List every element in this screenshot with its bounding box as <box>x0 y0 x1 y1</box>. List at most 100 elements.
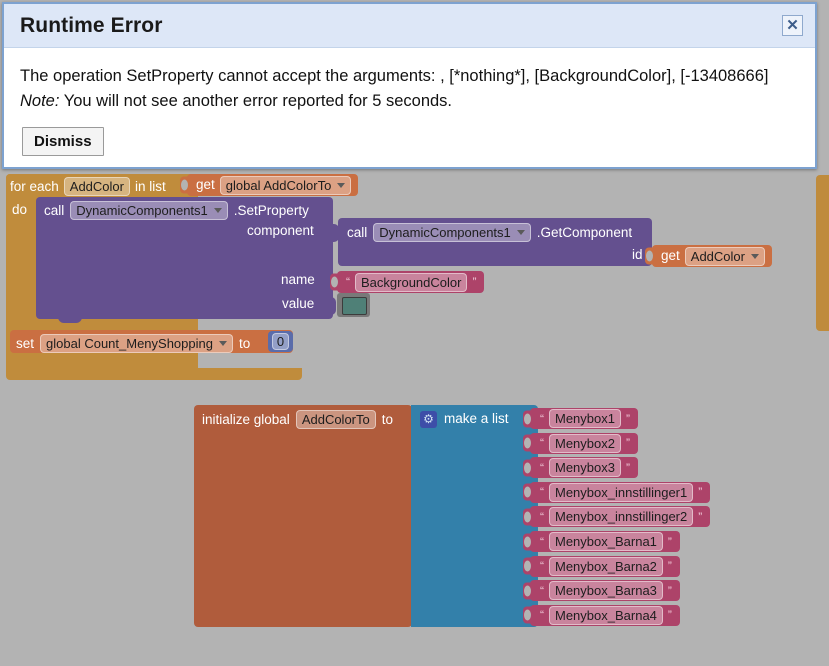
close-quote-icon: ” <box>667 534 672 549</box>
list-item[interactable]: “Menybox3” <box>523 457 638 479</box>
open-quote-icon: “ <box>540 583 544 598</box>
get-global-value: global AddColorTo <box>225 177 332 193</box>
getcomponent-component-dropdown[interactable]: DynamicComponents1 <box>373 223 531 242</box>
dismiss-button[interactable]: Dismiss <box>22 127 104 156</box>
list-item[interactable]: “Menybox_Barna1” <box>523 531 680 552</box>
list-item-value: Menybox2 <box>555 435 615 451</box>
close-quote-icon: ” <box>625 436 630 451</box>
list-item-value: Menybox_Barna4 <box>555 607 657 623</box>
to-label: to <box>238 335 251 351</box>
setproperty-nub <box>58 316 82 323</box>
chevron-down-icon <box>213 208 222 213</box>
setproperty-component-dropdown[interactable]: DynamicComponents1 <box>70 201 228 220</box>
close-quote-icon: ” <box>667 583 672 598</box>
list-item[interactable]: “Menybox1” <box>523 408 638 429</box>
list-item-field[interactable]: Menybox_Barna3 <box>549 581 663 601</box>
setproperty-component-value: DynamicComponents1 <box>76 203 208 218</box>
plug-icon <box>523 434 531 452</box>
list-item-field[interactable]: Menybox1 <box>549 409 621 428</box>
color-swatch[interactable] <box>342 297 367 315</box>
list-item[interactable]: “Menybox_innstillinger2” <box>523 506 711 528</box>
runtime-error-dialog: Runtime Error ✕ The operation SetPropert… <box>2 2 817 169</box>
for-each-label: for each <box>10 178 59 194</box>
list-item-value: Menybox_innstillinger2 <box>555 509 688 525</box>
list-item-value: Menybox_Barna2 <box>555 558 657 574</box>
list-item-value: Menybox3 <box>555 460 615 476</box>
open-quote-icon: “ <box>540 485 544 500</box>
initialize-global-var-field[interactable]: AddColorTo <box>295 410 376 429</box>
initialize-global-addcolorto-block[interactable] <box>194 405 412 627</box>
list-item-field[interactable]: Menybox_Barna4 <box>549 605 663 625</box>
list-item-field[interactable]: Menybox_Barna2 <box>549 556 663 576</box>
make-a-list-first-socket[interactable] <box>515 410 525 428</box>
setproperty-header-row: call DynamicComponents1 .SetProperty <box>44 201 309 220</box>
number-block-zero[interactable]: 0 <box>268 331 293 352</box>
close-quote-icon: ” <box>667 559 672 574</box>
arg-value-label: value <box>282 296 315 311</box>
plug-icon <box>523 557 531 575</box>
dialog-title: Runtime Error <box>20 13 163 37</box>
open-quote-icon: “ <box>540 411 544 426</box>
initialize-global-label: initialize global <box>202 411 290 427</box>
arg-component-label: component <box>247 223 314 238</box>
to-label: to <box>381 411 394 427</box>
make-a-list-label: make a list <box>444 411 509 427</box>
list-item-field[interactable]: Menybox3 <box>549 458 621 478</box>
initialize-global-var: AddColorTo <box>301 412 370 427</box>
close-quote-icon: ” <box>625 460 630 475</box>
close-icon[interactable]: ✕ <box>782 15 803 36</box>
arg-name-label: name <box>281 272 315 287</box>
list-item[interactable]: “ Menybox_Barna2 ” <box>523 555 680 577</box>
getcomponent-component-value: DynamicComponents1 <box>379 225 511 240</box>
open-quote-icon: “ <box>540 608 544 623</box>
dialog-note-prefix: Note: <box>20 92 60 110</box>
arg-component-socket[interactable] <box>330 224 339 242</box>
arg-value-socket[interactable] <box>327 297 336 315</box>
for-each-list-socket[interactable] <box>170 177 180 196</box>
make-a-list-block[interactable] <box>411 405 538 627</box>
close-quote-icon: ” <box>667 608 672 623</box>
gear-icon[interactable]: ⚙ <box>420 410 437 428</box>
chevron-down-icon <box>750 253 759 259</box>
initialize-global-socket[interactable] <box>399 410 409 429</box>
get-addcolor-block[interactable]: get AddColor <box>645 245 772 267</box>
call-setproperty-block[interactable] <box>36 197 333 319</box>
plug-icon <box>523 459 531 477</box>
set-global-dropdown[interactable]: global Count_MenyShopping <box>40 334 233 353</box>
list-item-field[interactable]: Menybox_innstillinger2 <box>549 507 694 527</box>
call-label: call <box>347 224 368 240</box>
set-global-var: global Count_MenyShopping <box>46 336 213 351</box>
text-backgroundcolor-block[interactable]: “ BackgroundColor ” <box>330 271 485 293</box>
set-global-row: set global Count_MenyShopping to <box>16 334 266 353</box>
list-item-field[interactable]: Menybox_innstillinger1 <box>549 482 694 502</box>
for-each-var-field[interactable]: AddColor <box>63 177 130 196</box>
set-label: set <box>16 335 35 351</box>
dialog-note: Note: You will not see another error rep… <box>20 89 801 113</box>
list-item-value: Menybox1 <box>555 411 615 426</box>
offscreen-block-fragment[interactable] <box>816 175 829 331</box>
getcomponent-method-label: .GetComponent <box>536 224 633 240</box>
get-global-addcolorto-block[interactable]: get global AddColorTo <box>180 174 359 196</box>
list-item[interactable]: “ Menybox_Barna3 ” <box>523 580 680 602</box>
get-label: get <box>196 177 215 193</box>
chevron-down-icon <box>516 230 525 235</box>
number-field[interactable]: 0 <box>271 333 290 350</box>
list-item[interactable]: “Menybox2” <box>523 432 638 454</box>
call-getcomponent-block[interactable] <box>338 218 652 266</box>
get-global-dropdown[interactable]: global AddColorTo <box>219 175 352 195</box>
chevron-down-icon <box>337 182 346 188</box>
set-global-count-block[interactable] <box>10 330 293 353</box>
open-quote-icon: “ <box>540 559 544 574</box>
getcomponent-header-row: call DynamicComponents1 .GetComponent <box>347 223 632 242</box>
list-item[interactable]: “ Menybox_innstillinger1 ” <box>523 481 711 503</box>
list-item-field[interactable]: Menybox2 <box>549 433 621 453</box>
list-item[interactable]: “ Menybox_Barna4 ” <box>523 604 680 626</box>
list-item-field[interactable]: Menybox_Barna1 <box>549 532 663 551</box>
set-global-value-socket[interactable] <box>256 334 266 353</box>
call-label: call <box>44 202 65 218</box>
in-list-label: in list <box>134 178 166 194</box>
close-quote-icon: ” <box>698 485 703 500</box>
for-each-foot <box>6 368 302 380</box>
get-addcolor-dropdown[interactable]: AddColor <box>684 246 765 266</box>
text-backgroundcolor-field[interactable]: BackgroundColor <box>355 272 468 292</box>
